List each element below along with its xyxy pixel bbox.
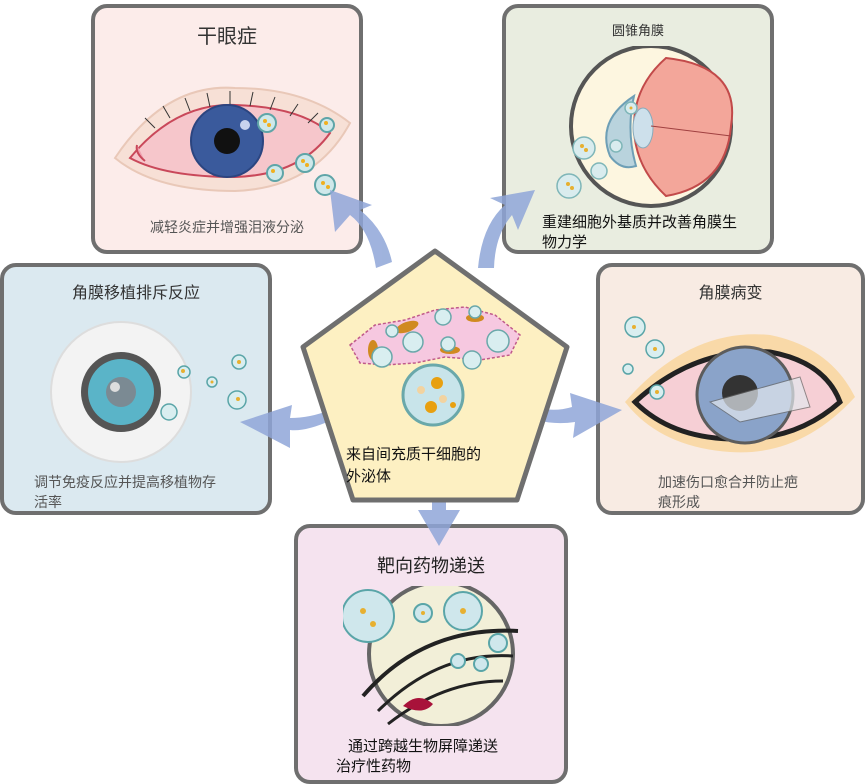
barrier-delivery-illustration: [343, 586, 519, 726]
panel-description: 调节免疫反应并提高移植物存 活率: [34, 475, 216, 511]
panel-dry-eye: 干眼症 减轻炎症并增强泪液分泌: [91, 4, 363, 254]
center-pentagon: [300, 248, 570, 503]
mesenchymal-stem-cells: [349, 305, 521, 370]
damaged-cornea-illustration: [622, 316, 855, 453]
panel-title: 角膜病变: [698, 283, 763, 302]
red-eye-illustration: [113, 86, 352, 196]
panel-keratoconus: 圆锥角膜 重建细胞外基质并改善角膜生 物力学: [502, 4, 774, 254]
exosome-icon: [401, 363, 465, 427]
panel-title: 角膜移植排斥反应: [71, 283, 200, 302]
transplant-eye-illustration: [50, 321, 247, 463]
cone-cornea-illustration: [556, 46, 734, 208]
panel-description: 重建细胞外基质并改善角膜生 物力学: [542, 213, 738, 251]
panel-title: 靶向药物递送: [377, 556, 485, 577]
panel-title: 圆锥角膜: [611, 24, 664, 39]
panel-description: 通过跨越生物屏障递送 治疗性药物: [336, 737, 499, 775]
panel-description: 减轻炎症并增强泪液分泌: [150, 220, 304, 236]
panel-corneal-disease: 角膜病变 加速伤口愈合并防止疤 痕形成: [596, 263, 865, 515]
panel-title: 干眼症: [197, 24, 257, 48]
panel-description: 加速伤口愈合并防止疤 痕形成: [658, 475, 798, 511]
panel-graft-rejection: 角膜移植排斥反应 调节免疫反应并提高移植物存 活率: [0, 263, 272, 515]
center-label: 来自间充质干细胞的 外泌体: [346, 445, 482, 485]
panel-drug-delivery: 靶向药物递送 通过跨越生物屏障递送 治疗性药物: [294, 524, 568, 784]
